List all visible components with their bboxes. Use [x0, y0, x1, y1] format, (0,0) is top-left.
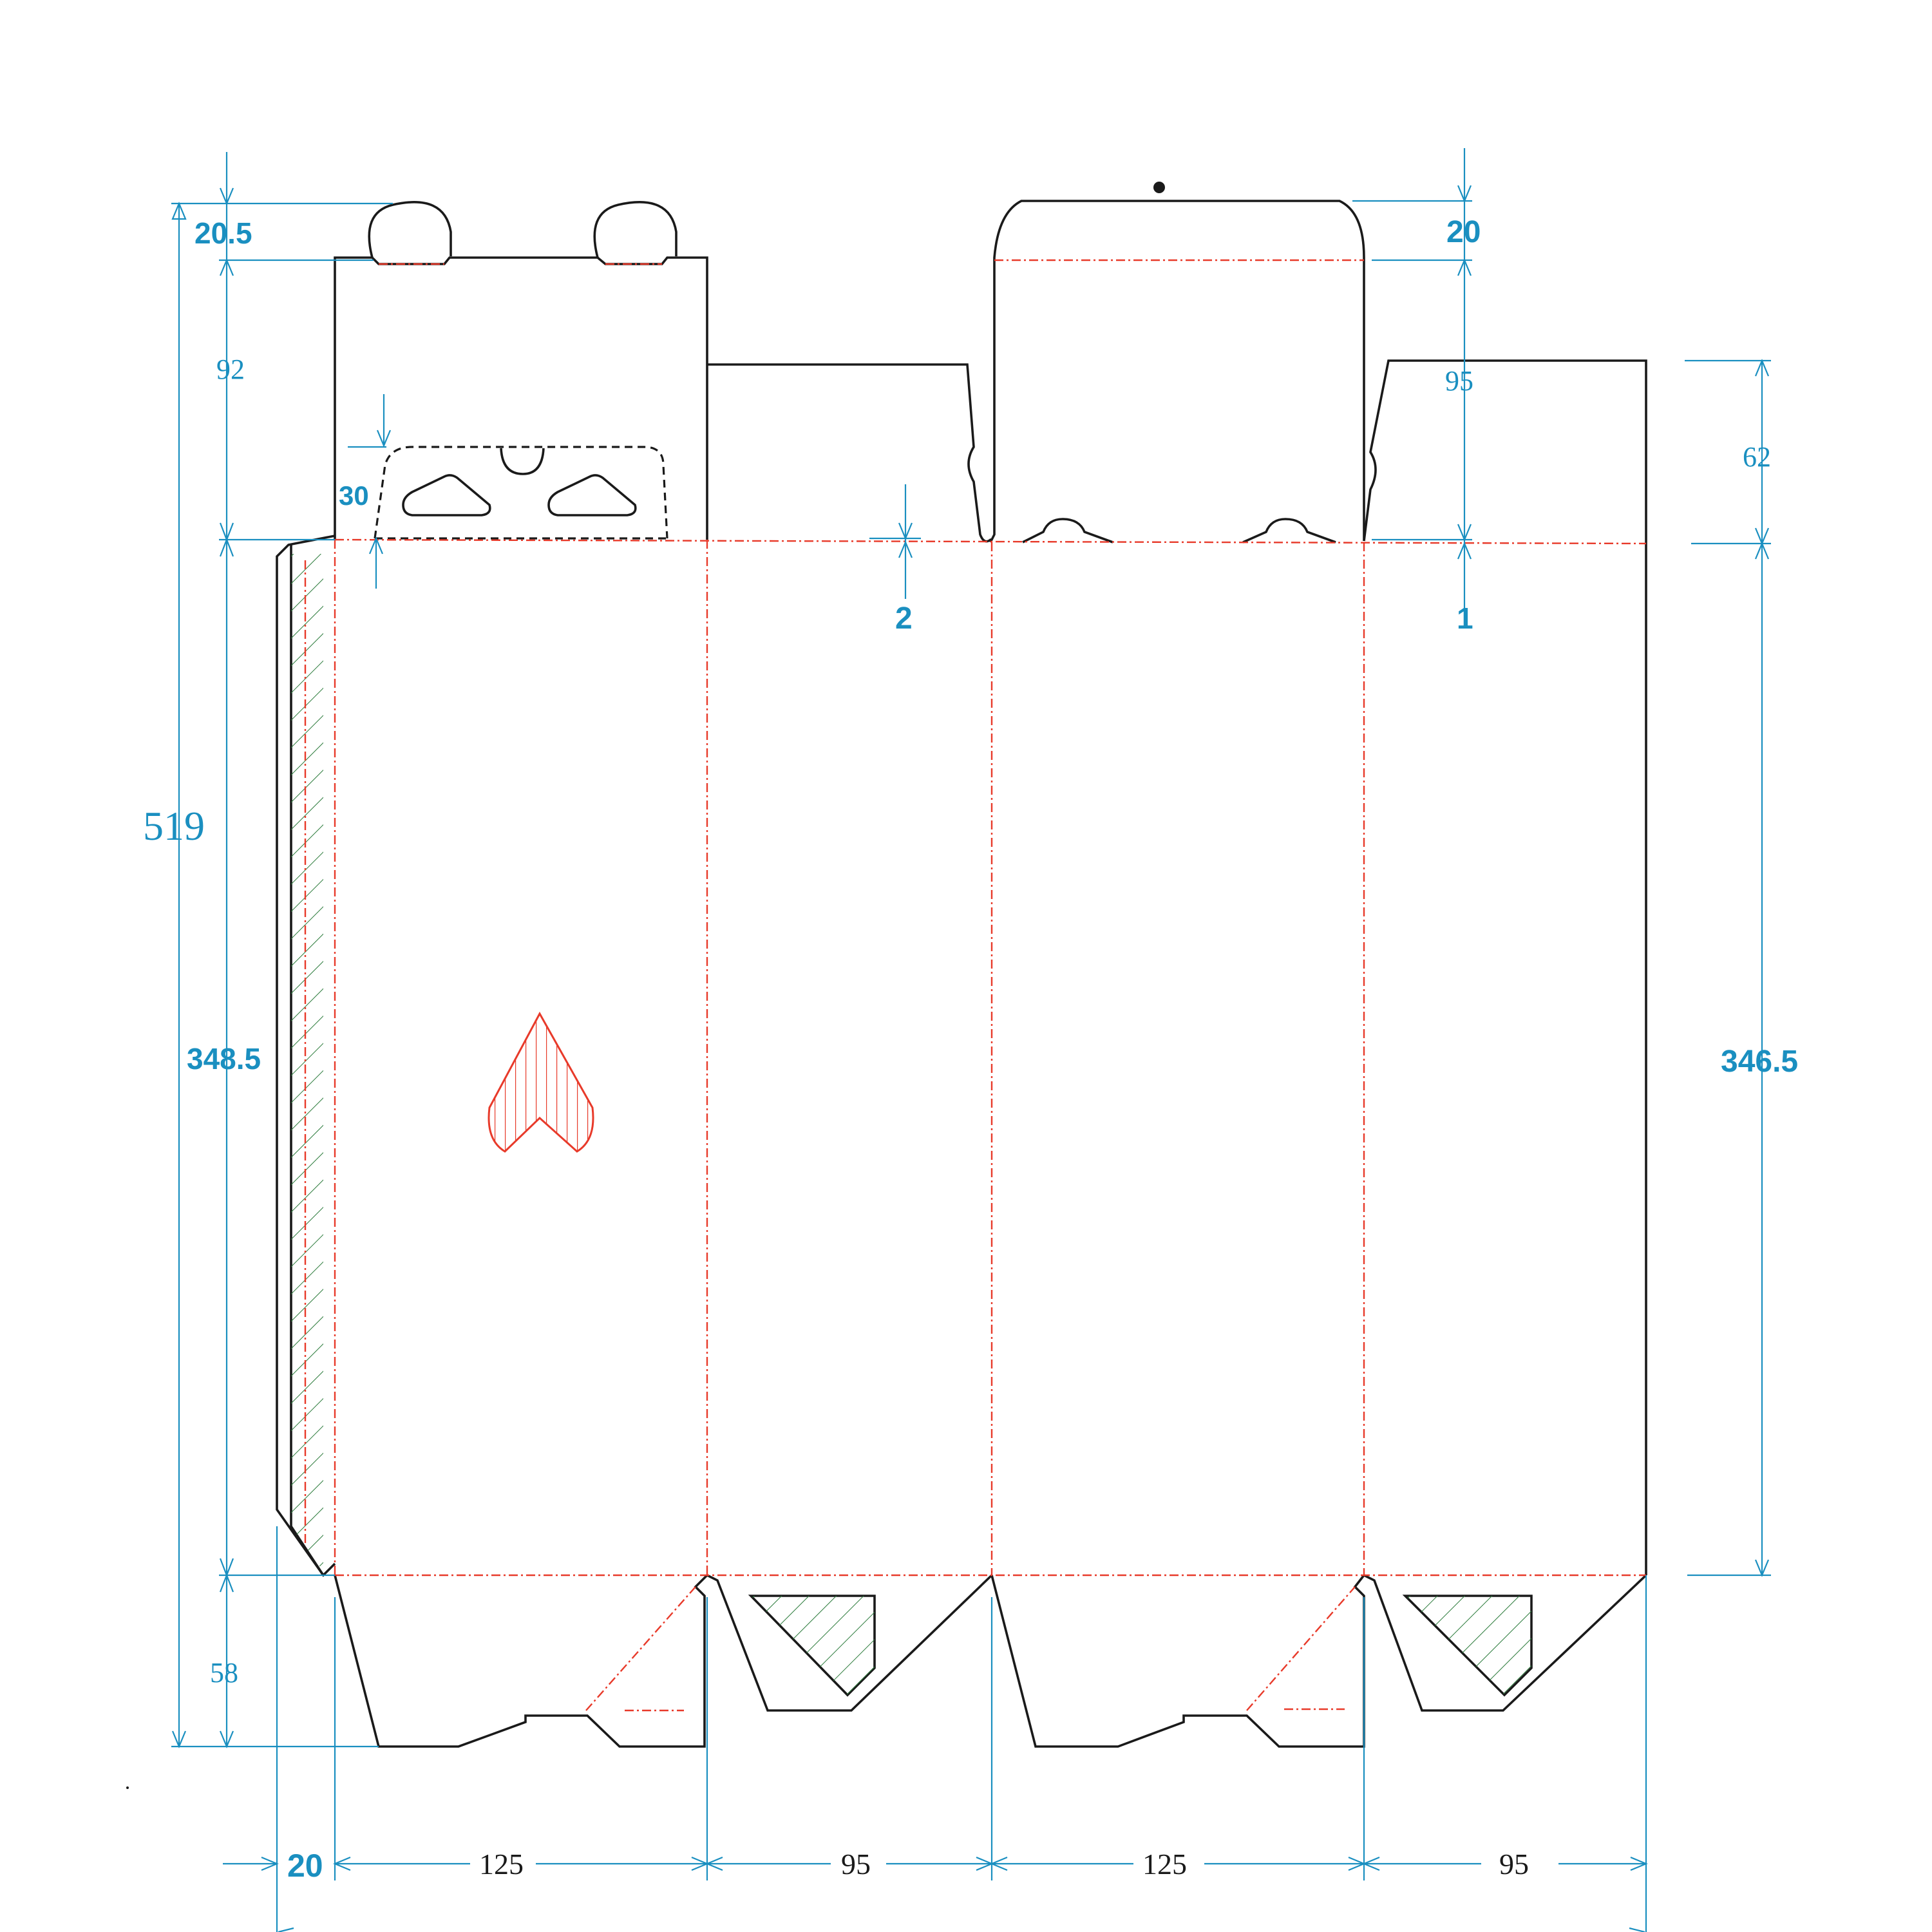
dim-right-flap-height: 95	[1445, 365, 1473, 397]
dimension-lines	[171, 148, 1771, 1932]
top-lid	[989, 200, 1365, 543]
stray-dot	[126, 1786, 129, 1789]
dim-total-height: 519	[143, 803, 205, 849]
handle-notch	[500, 448, 545, 475]
bottom-flap-1	[334, 1574, 708, 1748]
dimension-labels: 20.5 92 30 519 348.5 58 2 20 95 1 62 346…	[143, 215, 1798, 1884]
bottom-flap-2	[706, 1574, 993, 1712]
dim-panel-4-width: 95	[1499, 1848, 1529, 1880]
hanger-tab-left	[368, 201, 452, 258]
glue-flap	[276, 535, 336, 1577]
dim-offset-1: 1	[1457, 601, 1473, 635]
dust-flap-left	[707, 363, 992, 543]
cut-lines	[276, 182, 1647, 1748]
dim-right-side-flap-height: 62	[1743, 441, 1771, 473]
handle-triangle-left	[402, 474, 491, 516]
handle-triangle-right	[547, 474, 637, 516]
dust-flap-right	[1363, 359, 1647, 1575]
dim-top-flap-height: 92	[216, 354, 245, 385]
dim-handle-height: 30	[339, 480, 369, 511]
dim-panel-3-width: 125	[1142, 1848, 1187, 1880]
dim-glue-width: 20	[287, 1848, 323, 1884]
glue-areas	[291, 554, 1531, 1695]
dim-body-height-right: 346.5	[1721, 1045, 1798, 1079]
handle-window	[374, 446, 668, 539]
dim-top-tab-height: 20.5	[194, 216, 252, 250]
dim-offset-2: 2	[895, 601, 913, 636]
dim-panel-2-width: 95	[841, 1848, 871, 1880]
dim-bottom-height: 58	[210, 1657, 238, 1689]
lock-tab-left	[1022, 518, 1113, 544]
lid-hole-icon	[1153, 182, 1165, 193]
hanger-tab-right	[593, 201, 677, 258]
dim-body-height-left: 348.5	[187, 1042, 261, 1075]
lock-tab-right	[1242, 518, 1336, 544]
top-left-flap	[334, 256, 708, 540]
bottom-flap-3	[990, 1574, 1365, 1748]
dim-top-tab-height-right: 20	[1446, 215, 1481, 249]
dim-panel-1-width: 125	[479, 1848, 524, 1880]
bottom-flap-4	[1363, 1574, 1647, 1712]
crease-lines	[334, 259, 1647, 1712]
heart-mark	[488, 1011, 594, 1153]
